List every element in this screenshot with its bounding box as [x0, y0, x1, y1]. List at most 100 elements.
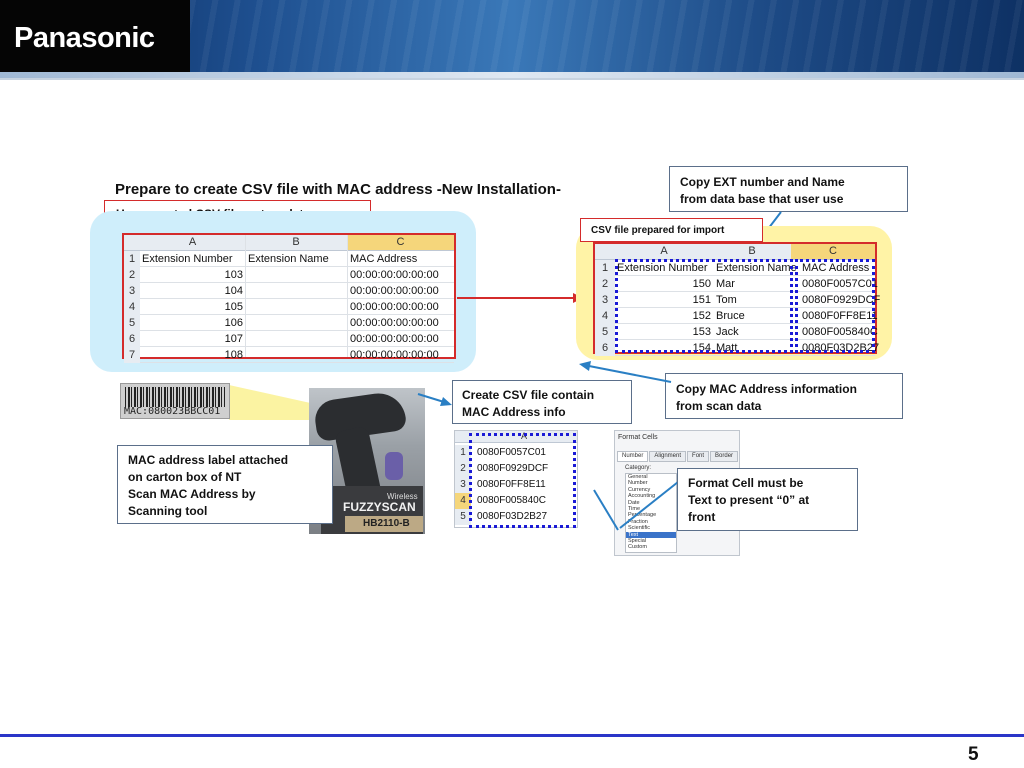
left-cell-a: 104 [224, 285, 243, 297]
right-cell-b: Extension Name [716, 262, 797, 274]
right-cell-a: Extension Number [617, 262, 708, 274]
left-col-header-c: C [347, 235, 454, 251]
mac-cell-a: 0080F03D2B27 [477, 511, 548, 522]
format-tab[interactable]: Alignment [649, 451, 687, 462]
format-category-item[interactable]: Number [628, 480, 648, 487]
left-cell-a: 105 [224, 301, 243, 313]
scanner-model-badge: HB2110-B [345, 516, 423, 532]
right-col-header-a: A [615, 244, 713, 260]
left-cell-a: Extension Number [142, 253, 233, 265]
left-cell-b [248, 283, 345, 299]
left-row-gridline [140, 266, 454, 267]
format-category-item[interactable]: Custom [628, 544, 647, 551]
mac-row-number: 1 [455, 445, 471, 461]
format-line-2: Text to present “0” at [688, 493, 810, 507]
format-category-item[interactable]: Percentage [628, 512, 657, 519]
right-row-number: 4 [595, 308, 615, 324]
left-cell-b: Extension Name [248, 253, 329, 265]
right-dotted-frame-ab [615, 259, 793, 353]
format-tab[interactable]: Number [617, 451, 649, 462]
format-category-item[interactable]: General [628, 474, 648, 480]
scanner-sub-text: Wireless [387, 492, 418, 501]
right-dotted-frame-c [795, 259, 875, 353]
right-cell-c: 0080F0057C01 [802, 278, 878, 290]
format-category-item[interactable]: Currency [628, 486, 651, 493]
format-callout: Format Cell must be Text to present “0” … [677, 468, 858, 531]
format-category-item[interactable]: Time [628, 505, 641, 512]
left-col-header-a: A [140, 235, 245, 251]
right-row-gridline [615, 355, 875, 356]
mac-row-number: 3 [455, 477, 471, 493]
left-cell-b [248, 347, 345, 363]
scanner-model-text: HB2110-B [363, 518, 410, 529]
create-csv-line-1: Create CSV file contain [462, 388, 595, 402]
right-row-gridline [615, 307, 875, 308]
mac-dotted-frame [469, 433, 576, 528]
format-tab[interactable]: Border [710, 451, 739, 462]
format-tab[interactable]: Font [687, 451, 710, 462]
slide-title: Prepare to create CSV file with MAC addr… [115, 181, 561, 198]
right-cell-b: Bruce [716, 310, 745, 322]
left-corner-cell [124, 235, 140, 251]
right-cell-b: Mar [716, 278, 735, 290]
format-category-item[interactable]: Date [628, 499, 640, 506]
left-row-gridline [140, 298, 454, 299]
format-cells-title: Format Cells [618, 434, 658, 441]
create-csv-callout: Create CSV file contain MAC Address info [452, 380, 632, 424]
left-col-gridline [245, 235, 246, 357]
mac-row-number: 4 [455, 493, 471, 509]
left-row-number: 3 [124, 283, 140, 299]
format-category-item[interactable]: Fraction [628, 518, 648, 525]
right-cell-c: MAC Address [802, 262, 870, 274]
page-number: 5 [968, 744, 979, 765]
right-row-number: 1 [595, 260, 615, 276]
left-col-gridline [347, 235, 348, 357]
left-row-gridline [140, 330, 454, 331]
format-category-item[interactable]: Scientific [628, 525, 651, 532]
left-col-header-b: B [245, 235, 347, 251]
left-cell-b [248, 267, 345, 283]
copy-ext-line-1: Copy EXT number and Name [680, 175, 845, 189]
left-row-gridline [140, 282, 454, 283]
right-cell-a: 151 [692, 294, 711, 306]
brand-logo-text: Panasonic [14, 22, 155, 54]
left-cell-a: 106 [224, 317, 243, 329]
format-category-item[interactable]: Accounting [628, 493, 656, 500]
left-cell-a: 103 [224, 269, 243, 281]
mac-label-line-3: Scan MAC Address by [128, 487, 256, 501]
mac-label-line-1: MAC address label attached [128, 453, 289, 467]
barcode-bars [125, 387, 225, 407]
left-cell-c: MAC Address [350, 253, 418, 265]
left-row-number: 6 [124, 331, 140, 347]
left-cell-c: 00:00:00:00:00:00 [350, 301, 439, 313]
mac-label-callout: MAC address label attached on carton box… [117, 445, 333, 524]
right-cell-c: 0080F005840C [802, 326, 878, 338]
scanner-trigger-accent [385, 452, 403, 480]
right-cell-c: 0080F0FF8E11 [802, 310, 878, 322]
format-line-3: front [688, 510, 716, 524]
copy-ext-callout: Copy EXT number and Name from data base … [669, 166, 908, 212]
mac-cell-a: 0080F0057C01 [477, 447, 546, 458]
right-row-gridline [615, 291, 875, 292]
left-cell-b [248, 331, 345, 347]
right-col-header-c: C [791, 244, 875, 260]
barcode-label: MAC:080023BBCC01 [120, 383, 230, 419]
copy-mac-line-2: from scan data [676, 399, 762, 413]
left-row-number: 7 [124, 347, 140, 363]
left-row-number: 2 [124, 267, 140, 283]
left-row-number: 4 [124, 299, 140, 315]
format-category-item[interactable]: Text [626, 531, 676, 538]
left-cell-c: 00:00:00:00:00:00 [350, 317, 439, 329]
left-cell-a: 107 [224, 333, 243, 345]
right-row-gridline [615, 275, 875, 276]
format-arrow [593, 481, 679, 531]
left-row-gridline [140, 346, 454, 347]
format-category-item[interactable]: Special [628, 537, 647, 544]
right-cell-b: Tom [716, 294, 737, 306]
left-cell-b [248, 315, 345, 331]
right-corner-cell [595, 244, 615, 260]
